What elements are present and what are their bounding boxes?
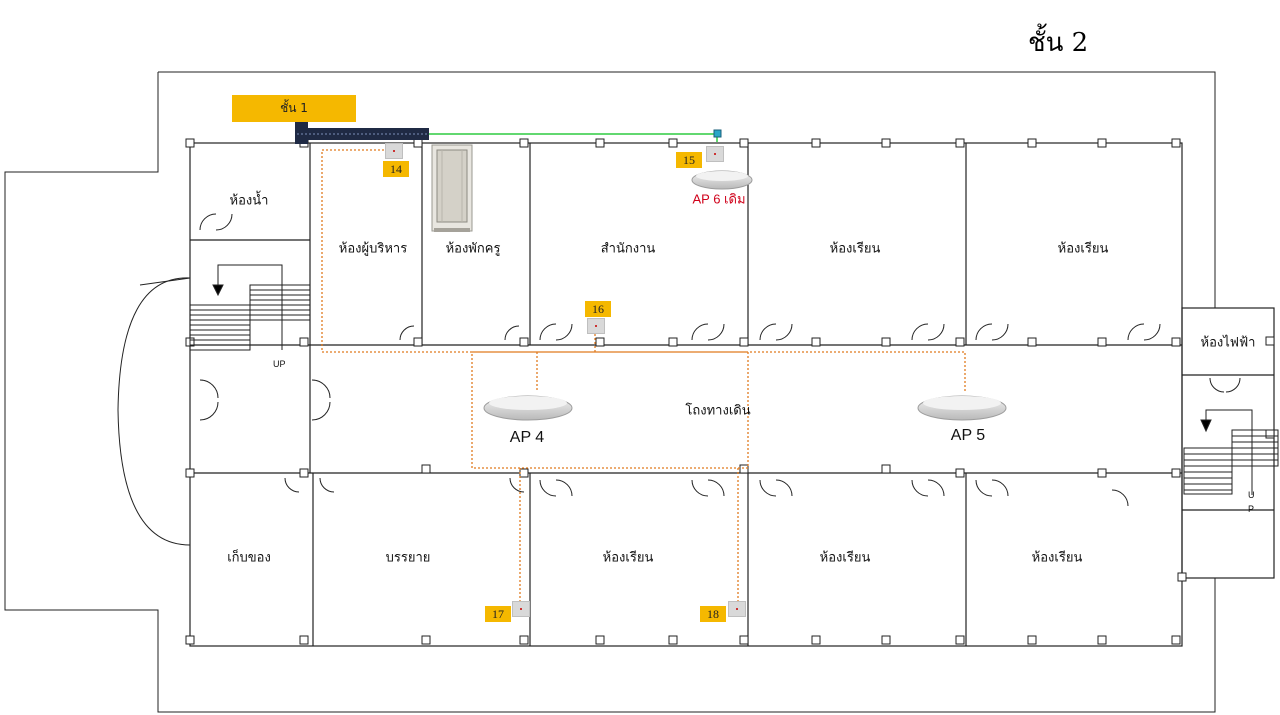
network-node-14: [385, 143, 403, 159]
room-classroom-top-1: ห้องเรียน: [829, 241, 881, 257]
tag-16: 16: [585, 301, 611, 317]
ap-device-6-icon: [691, 170, 753, 190]
network-node-16: [587, 318, 605, 334]
room-corridor: โถงทางเดิน: [685, 403, 751, 419]
room-classroom-top-2: ห้องเรียน: [1057, 241, 1109, 257]
ap-4-label: AP 4: [509, 429, 545, 446]
ap-5-label: AP 5: [950, 427, 986, 444]
tag-15: 15: [676, 152, 702, 168]
floor-1-link-label: ชั้น 1: [232, 95, 356, 122]
network-node-18: [728, 601, 746, 617]
stairs-right: [1183, 409, 1279, 495]
tag-14: 14: [383, 161, 409, 177]
stair-up-label-left: UP: [273, 359, 286, 369]
floor-title: ชั้น 2: [1028, 28, 1089, 58]
room-classroom-bottom-3: ห้องเรียน: [1031, 550, 1083, 566]
room-lecture: บรรยาย: [385, 550, 431, 566]
room-classroom-bottom-1: ห้องเรียน: [602, 550, 654, 566]
cable-runs: [321, 149, 966, 612]
site-boundary: [4, 71, 1216, 713]
fiber-endpoint: [713, 129, 722, 138]
room-teacher-lounge: ห้องพักครู: [445, 241, 501, 257]
room-director: ห้องผู้บริหาร: [338, 241, 408, 257]
building-walls: [189, 142, 1275, 647]
stair-up-label-right-u: U: [1248, 490, 1255, 500]
doors: [199, 213, 1241, 507]
tag-18: 18: [700, 606, 726, 622]
room-restroom: ห้องน้ำ: [229, 193, 269, 209]
curved-entrance: [117, 277, 191, 546]
network-node-15: [706, 146, 724, 162]
server-rack-icon: [431, 144, 473, 232]
network-node-17: [512, 601, 530, 617]
room-office: สำนักงาน: [600, 241, 656, 257]
ap-device-5-icon: [917, 395, 1007, 421]
trunk-cable: [295, 122, 429, 144]
stairs-left: [189, 264, 311, 351]
columns: [185, 138, 1275, 645]
ap-6-existing-label: AP 6 เดิม: [692, 191, 746, 207]
room-storage: เก็บของ: [227, 550, 271, 566]
tag-17: 17: [485, 606, 511, 622]
ap-device-4-icon: [483, 395, 573, 421]
room-electrical: ห้องไฟฟ้า: [1200, 335, 1256, 351]
stair-up-label-right-p: P: [1248, 504, 1255, 514]
room-classroom-bottom-2: ห้องเรียน: [819, 550, 871, 566]
